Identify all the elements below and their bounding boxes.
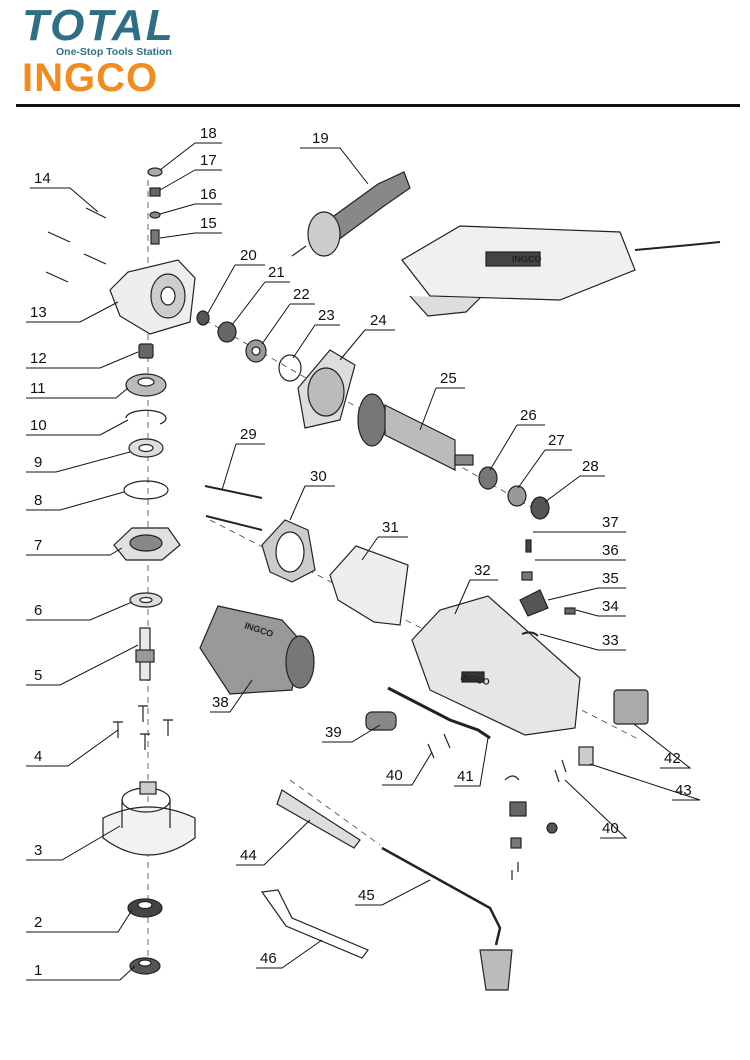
assembled-grinder-illustration xyxy=(401,225,721,317)
part-label-21: 21 xyxy=(268,264,285,281)
part-40-screws xyxy=(427,733,567,783)
part-9-bearing xyxy=(128,438,164,458)
part-label-44: 44 xyxy=(240,847,257,864)
part-label-39: 39 xyxy=(325,724,342,741)
part-label-8: 8 xyxy=(34,492,42,509)
part-label-13: 13 xyxy=(30,304,47,321)
part-11-driven-gear xyxy=(125,373,167,397)
part-label-18: 18 xyxy=(200,125,217,142)
part-32-motor-housing xyxy=(411,595,581,736)
part-26-28-bearings xyxy=(478,466,550,520)
part-5-spindle xyxy=(135,627,155,681)
part-3-wheel-guard xyxy=(102,781,196,856)
part-19-side-handle xyxy=(291,171,411,257)
part-33-37-brush-assembly xyxy=(519,539,576,637)
part-45-power-cable xyxy=(381,846,513,991)
part-label-11: 11 xyxy=(30,380,46,397)
small-fittings xyxy=(504,775,558,880)
part-label-40-second: 40 xyxy=(602,820,619,837)
part-label-6: 6 xyxy=(34,602,42,619)
part-label-46: 46 xyxy=(260,950,277,967)
part-label-20: 20 xyxy=(240,247,257,264)
part-label-45: 45 xyxy=(358,887,375,904)
part-label-38: 38 xyxy=(212,694,229,711)
ingco-logo: INGCO xyxy=(22,56,159,100)
part-label-3: 3 xyxy=(34,842,42,859)
part-label-27: 27 xyxy=(548,432,565,449)
part-label-23: 23 xyxy=(318,307,335,324)
header-divider xyxy=(16,104,740,107)
part-label-25: 25 xyxy=(440,370,457,387)
part-label-28: 28 xyxy=(582,458,599,475)
part-drawings xyxy=(45,167,721,991)
part-label-41: 41 xyxy=(457,768,474,785)
part-label-26: 26 xyxy=(520,407,537,424)
part-label-29: 29 xyxy=(240,426,257,443)
part-31-baffle xyxy=(329,545,409,626)
part-label-32: 32 xyxy=(474,562,491,579)
total-logo: TOTAL xyxy=(22,1,175,50)
part-label-24: 24 xyxy=(370,312,387,329)
part-2-inner-flange xyxy=(127,898,163,918)
part-label-43: 43 xyxy=(675,782,692,799)
part-label-36: 36 xyxy=(602,542,619,559)
total-tagline: One-Stop Tools Station xyxy=(56,46,172,58)
part-label-5: 5 xyxy=(34,667,42,684)
part-20-22-bearings xyxy=(196,310,267,363)
part-7-bearing-plate xyxy=(113,527,181,561)
part-label-15: 15 xyxy=(200,215,217,232)
part-label-17: 17 xyxy=(200,152,217,169)
part-12-sleeve xyxy=(138,343,154,359)
part-label-2: 2 xyxy=(34,914,42,931)
part-15-18-spindle-lock xyxy=(147,167,163,245)
part-1-flange-nut xyxy=(129,957,161,975)
part-labels: 1 2 3 4 5 6 7 8 9 10 11 12 13 14 15 16 1… xyxy=(30,125,692,979)
part-label-42: 42 xyxy=(664,750,681,767)
part-4-screws xyxy=(113,705,173,750)
part-43-cable-clamp xyxy=(578,746,594,766)
leader-lines xyxy=(26,142,701,981)
part-39-switch-button xyxy=(365,711,397,731)
part-label-16: 16 xyxy=(200,186,217,203)
part-label-19: 19 xyxy=(312,130,329,147)
part-label-10: 10 xyxy=(30,417,47,434)
header: TOTAL One-Stop Tools Station INGCO xyxy=(0,0,750,110)
part-label-12: 12 xyxy=(30,350,47,367)
part-label-22: 22 xyxy=(293,286,310,303)
part-46-spanner xyxy=(260,889,369,959)
part-24-bearing-cover xyxy=(297,349,356,429)
assembled-grinder-imprint: INGCO xyxy=(512,254,542,264)
part-10-circlip xyxy=(125,409,167,425)
part-label-7: 7 xyxy=(34,537,42,554)
part-label-9: 9 xyxy=(34,454,42,471)
part-41-switch-lever xyxy=(387,686,491,740)
part-30-stator xyxy=(261,519,316,583)
part-label-4: 4 xyxy=(34,748,42,765)
part-29-long-bolts xyxy=(204,485,263,531)
part-label-1: 1 xyxy=(34,962,42,979)
part-label-31: 31 xyxy=(382,519,399,536)
part-label-34: 34 xyxy=(602,598,619,615)
part-label-40: 40 xyxy=(386,767,403,784)
part-38-rear-cover xyxy=(199,605,315,695)
part-14-screws xyxy=(45,207,107,283)
part-42-switch xyxy=(613,689,649,725)
part-8-o-ring xyxy=(123,480,169,500)
part-23-o-ring xyxy=(278,354,302,382)
part-13-gear-housing xyxy=(109,259,196,335)
part-label-37: 37 xyxy=(602,514,619,531)
part-label-14: 14 xyxy=(34,170,51,187)
part-44-cable-sleeve xyxy=(276,789,361,849)
part-6-washer xyxy=(129,592,163,608)
part-label-30: 30 xyxy=(310,468,327,485)
part-25-armature xyxy=(357,393,474,471)
part-label-33: 33 xyxy=(602,632,619,649)
part-label-35: 35 xyxy=(602,570,619,587)
